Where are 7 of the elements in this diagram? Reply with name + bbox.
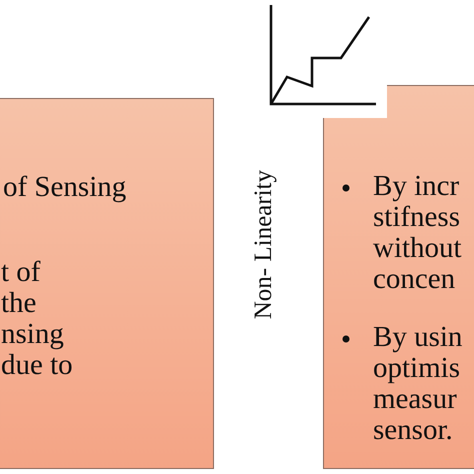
- axis-label: Non- Linearity: [250, 170, 278, 320]
- panel-text: of Sensing: [3, 171, 128, 203]
- panel-text: t of the nsing due to: [1, 257, 74, 381]
- text-panel: [323, 85, 474, 469]
- bullet-text: By incr stifness without concen: [373, 170, 462, 295]
- bullet-text: By usin optimis measur sensor.: [373, 321, 462, 446]
- text-panel: [0, 98, 214, 469]
